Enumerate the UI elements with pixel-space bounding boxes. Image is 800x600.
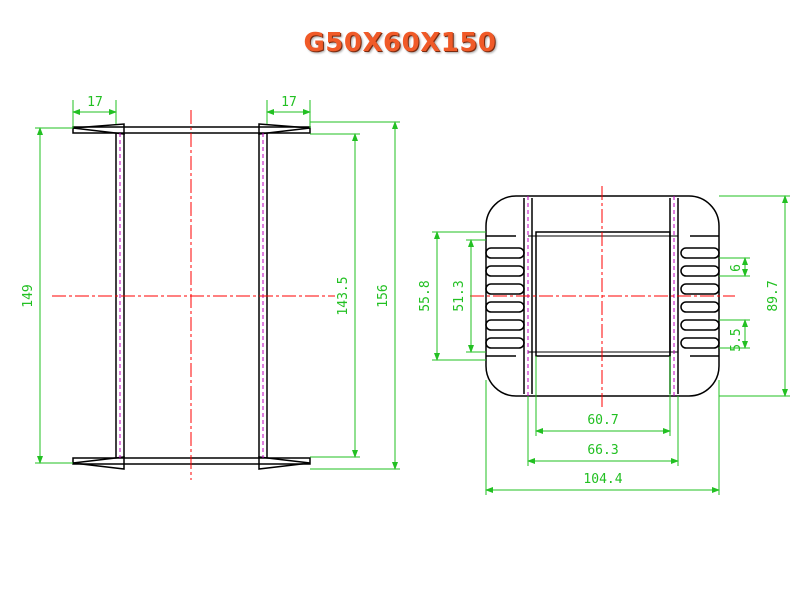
dim-flange-right: 17 [281, 95, 297, 110]
dim-outer-height: 55.8 [418, 280, 433, 311]
drawing-title: G50X60X150 [303, 28, 497, 58]
dim-fin-pitch: 6 [729, 264, 744, 272]
core-window [535, 231, 671, 357]
dim-inner-height: 143.5 [336, 276, 351, 315]
dim-fin-gap: 5.5 [729, 328, 744, 351]
right-fins [680, 235, 720, 357]
side-view: 17 17 149 143.5 156 [21, 95, 400, 480]
end-view: 55.8 51.3 6 5.5 89.7 60.7 66.3 [418, 186, 790, 495]
bottom-flange [72, 456, 311, 470]
dim-overall-height-left: 149 [21, 284, 36, 307]
dim-inner-height: 51.3 [452, 280, 467, 311]
left-fins [485, 235, 525, 357]
dim-flange-left: 17 [87, 95, 103, 110]
dim-overall-width: 104.4 [583, 472, 622, 487]
dim-overall-height-right: 156 [376, 284, 391, 307]
dim-window-width: 60.7 [587, 413, 618, 428]
dim-overall-height: 89.7 [766, 280, 781, 311]
top-flange [72, 123, 311, 135]
dim-core-width: 66.3 [587, 443, 618, 458]
